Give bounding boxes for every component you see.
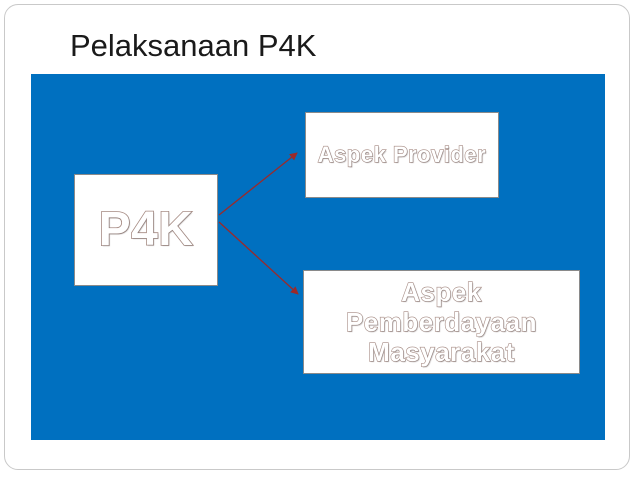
- node-aspek-provider-label: Aspek Provider: [317, 141, 487, 167]
- node-p4k-label: P4K: [98, 203, 194, 257]
- node-aspek-pemberdayaan-label: Aspek Pemberdayaan Masyarakat: [345, 276, 537, 367]
- node-p4k: P4K: [74, 174, 218, 286]
- node-aspek-pemberdayaan: Aspek Pemberdayaan Masyarakat: [303, 270, 580, 374]
- node-aspek-provider: Aspek Provider: [305, 112, 499, 198]
- slide-title: Pelaksanaan P4K: [70, 28, 317, 63]
